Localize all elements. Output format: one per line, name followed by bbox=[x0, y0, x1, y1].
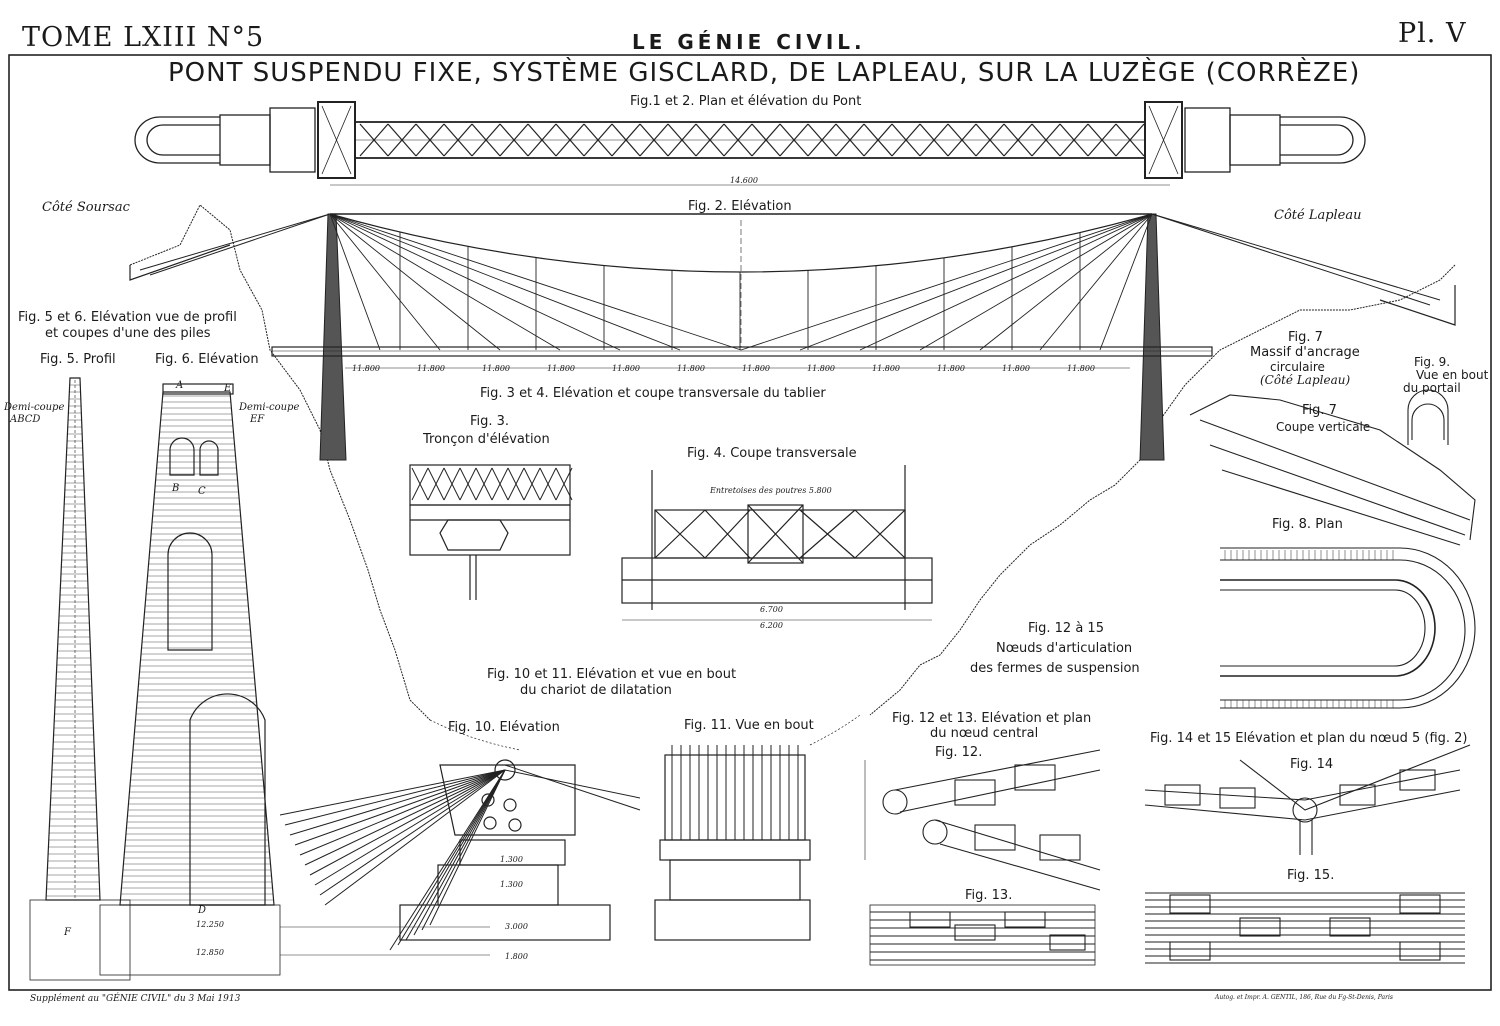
fig14-15-caption: Fig. 14 et 15 Elévation et plan du nœud … bbox=[1150, 731, 1468, 746]
expansion-carriage-end-view bbox=[654, 745, 811, 941]
pier-letter-e: E bbox=[224, 383, 232, 394]
fig7-anchor-line2: Massif d'ancrage bbox=[1250, 345, 1360, 360]
elevation-view bbox=[129, 204, 1456, 721]
span-dimension: 11.800 bbox=[547, 364, 575, 373]
fig7-anchor-line3: circulaire bbox=[1270, 360, 1325, 374]
fig3-caption-line1: Fig. 3. bbox=[470, 414, 510, 429]
fig12-15-caption-line3: des fermes de suspension bbox=[970, 661, 1140, 676]
fig10-caption: Fig. 10. Elévation bbox=[448, 720, 560, 735]
span-dimension: 11.800 bbox=[807, 364, 835, 373]
pier-letter-f: F bbox=[64, 927, 71, 938]
fig9-caption-line2: Vue en bout bbox=[1416, 368, 1489, 382]
span-dimension: 11.800 bbox=[612, 364, 640, 373]
fig5-caption: Fig. 5. Profil bbox=[40, 352, 116, 367]
plate-title: PONT SUSPENDU FIXE, SYSTÈME GISCLARD, DE… bbox=[168, 58, 1361, 88]
fig10-11-caption-line1: Fig. 10 et 11. Elévation et vue en bout bbox=[487, 667, 737, 682]
fig12-caption: Fig. 12. bbox=[935, 745, 983, 760]
fig12-13-caption-line1: Fig. 12 et 13. Elévation et plan bbox=[892, 711, 1092, 726]
span-dimension: 11.800 bbox=[677, 364, 705, 373]
pier-letter-b: B bbox=[172, 483, 180, 494]
demi-coupe-abcd-line1: Demi-coupe bbox=[4, 402, 65, 413]
fig10-dim-c: 3.000 bbox=[505, 922, 528, 931]
plate-number: Pl. V bbox=[1398, 18, 1467, 49]
span-dimension: 11.800 bbox=[352, 364, 380, 373]
fig10-11-caption-line2: du chariot de dilatation bbox=[520, 683, 672, 698]
side-soursac-label: Côté Soursac bbox=[42, 200, 130, 215]
fig11-caption: Fig. 11. Vue en bout bbox=[684, 718, 814, 733]
side-lapleau-label: Côté Lapleau bbox=[1274, 208, 1362, 223]
span-dimension: 11.800 bbox=[482, 364, 510, 373]
pier-profile bbox=[29, 377, 131, 981]
fig12-15-caption-line1: Fig. 12 à 15 bbox=[1028, 621, 1104, 636]
plate-frame bbox=[8, 54, 1492, 991]
fig7-anchor-line4: (Côté Lapleau) bbox=[1260, 373, 1351, 387]
expansion-carriage-elevation bbox=[279, 759, 641, 951]
fig13-caption: Fig. 13. bbox=[965, 888, 1013, 903]
footer-printer: Autog. et Impr. A. GENTIL, 186, Rue du F… bbox=[1215, 994, 1393, 1001]
span-dimension: 11.800 bbox=[1002, 364, 1030, 373]
fig10-dim-b: 1.300 bbox=[500, 880, 523, 889]
plan-length-dim: 14.600 bbox=[730, 176, 758, 185]
fig3-caption-line2: Tronçon d'élévation bbox=[423, 432, 550, 447]
span-dimension: 11.800 bbox=[417, 364, 445, 373]
demi-coupe-ef-line2: EF bbox=[250, 414, 265, 425]
deck-segment-drawing bbox=[409, 464, 573, 600]
fig7-caption-line1: Fig. 7 bbox=[1302, 403, 1337, 418]
fig15-caption: Fig. 15. bbox=[1287, 868, 1335, 883]
fig4-caption: Fig. 4. Coupe transversale bbox=[687, 446, 857, 461]
fig4-bottom-dim-2: 6.200 bbox=[760, 621, 783, 630]
fig9-caption-line3: du portail bbox=[1403, 381, 1461, 395]
fig5-6-caption-line1: Fig. 5 et 6. Elévation vue de profil bbox=[18, 310, 237, 325]
fig2-caption: Fig. 2. Elévation bbox=[688, 199, 792, 214]
pier-elevation bbox=[99, 383, 490, 976]
node-5-drawings bbox=[1144, 744, 1471, 964]
fig6-caption: Fig. 6. Elévation bbox=[155, 352, 259, 367]
footer-supplement: Supplément au "GÉNIE CIVIL" du 3 Mai 191… bbox=[30, 994, 241, 1004]
fig12-13-caption-line2: du nœud central bbox=[930, 726, 1039, 741]
span-dimension: 11.800 bbox=[937, 364, 965, 373]
demi-coupe-ef-line1: Demi-coupe bbox=[239, 402, 300, 413]
span-dimension: 11.800 bbox=[742, 364, 770, 373]
fig7-caption-line2: Coupe verticale bbox=[1276, 420, 1371, 434]
pier-letter-c: C bbox=[198, 486, 206, 497]
central-node-drawings bbox=[864, 749, 1101, 966]
fig9-caption-line1: Fig. 9. bbox=[1414, 355, 1451, 369]
journal-name: LE GÉNIE CIVIL. bbox=[632, 30, 866, 54]
fig10-dim-d: 1.800 bbox=[505, 952, 528, 961]
span-dimension: 11.800 bbox=[872, 364, 900, 373]
plan-view bbox=[134, 101, 1366, 186]
fig3-4-caption: Fig. 3 et 4. Elévation et coupe transver… bbox=[480, 386, 826, 401]
fig1-2-caption: Fig.1 et 2. Plan et élévation du Pont bbox=[630, 94, 862, 109]
pier-letter-d: D bbox=[198, 905, 207, 916]
demi-coupe-abcd-line2: ABCD bbox=[10, 414, 41, 425]
fig12-15-caption-line2: Nœuds d'articulation bbox=[996, 641, 1133, 656]
pier-letter-a: A bbox=[176, 380, 184, 391]
anchorage-drawings bbox=[1189, 389, 1476, 709]
fig6-dim-b: 12.850 bbox=[196, 948, 224, 957]
span-dimension: 11.800 bbox=[1067, 364, 1095, 373]
deck-cross-section bbox=[621, 465, 933, 621]
fig14-caption: Fig. 14 bbox=[1290, 757, 1334, 772]
fig10-dim-a: 1.300 bbox=[500, 855, 523, 864]
fig8-caption: Fig. 8. Plan bbox=[1272, 517, 1343, 532]
fig4-bottom-dim-1: 6.700 bbox=[760, 605, 783, 614]
fig6-dim-a: 12.250 bbox=[196, 920, 224, 929]
fig5-6-caption-line2: et coupes d'une des piles bbox=[45, 326, 211, 341]
tome-number: TOME LXIII N°5 bbox=[22, 22, 265, 53]
fig7-anchor-line1: Fig. 7 bbox=[1288, 330, 1323, 345]
fig4-top-dim: Entretoises des poutres 5.800 bbox=[710, 486, 832, 495]
